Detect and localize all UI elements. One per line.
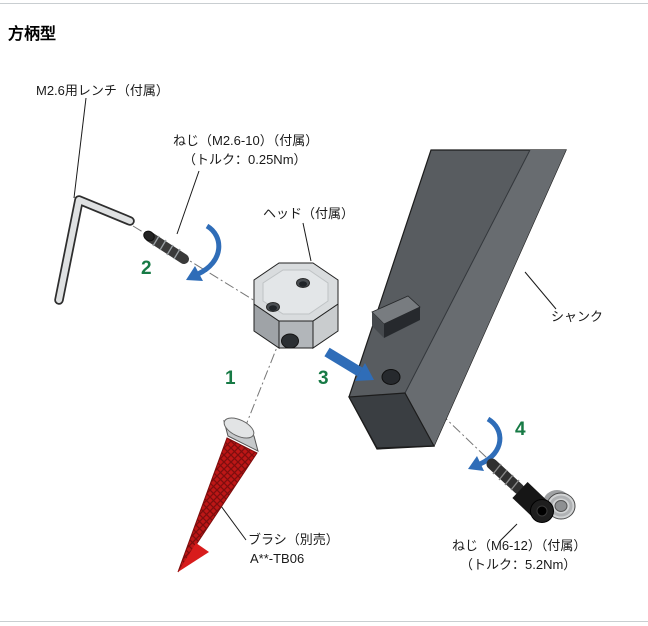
head-brush-hole bbox=[281, 333, 299, 349]
step-number-4: 4 bbox=[515, 419, 526, 440]
leader-screw-large bbox=[499, 523, 518, 542]
leader-screw-small bbox=[176, 170, 200, 235]
page-border-bottom bbox=[0, 621, 648, 622]
shank-end-face bbox=[348, 392, 435, 449]
page-title: 方柄型 bbox=[8, 26, 57, 43]
head-screw-hole-top bbox=[296, 278, 310, 288]
label-screw-small-line1: ねじ（M2.6-10）（付属） bbox=[173, 133, 319, 148]
rotate-arrow-step2 bbox=[186, 223, 222, 281]
hex-socket bbox=[536, 505, 548, 517]
rotate-arrow-step4 bbox=[468, 416, 503, 471]
label-shank: シャンク bbox=[551, 309, 604, 324]
screw-small-graphic bbox=[143, 230, 189, 264]
label-screw-small-line2: （トルク：0.25Nm） bbox=[183, 152, 307, 167]
leader-shank bbox=[524, 271, 557, 310]
leader-wrench bbox=[73, 97, 87, 199]
shank-graphic bbox=[348, 149, 567, 450]
brush-tip bbox=[178, 543, 209, 572]
step-number-3: 3 bbox=[318, 368, 329, 389]
shank-hole bbox=[381, 369, 401, 385]
label-head: ヘッド（付属） bbox=[263, 206, 355, 221]
label-brush-line2: A**-TB06 bbox=[250, 551, 305, 566]
label-brush-line1: ブラシ（別売） bbox=[248, 532, 339, 547]
label-wrench: M2.6用レンチ（付属） bbox=[36, 83, 169, 98]
leader-brush bbox=[220, 505, 247, 541]
step-number-2: 2 bbox=[141, 258, 152, 279]
step-number-1: 1 bbox=[225, 368, 236, 389]
screw-large-graphic bbox=[486, 458, 576, 523]
label-screw-large-line1: ねじ（M6-12）（付属） bbox=[452, 538, 587, 553]
label-screw-large-line2: （トルク：5.2Nm） bbox=[460, 557, 577, 572]
head-graphic bbox=[253, 262, 339, 349]
head-screw-hole-top-2 bbox=[266, 302, 280, 312]
page-border-top bbox=[0, 3, 648, 4]
insert-arrow-step3 bbox=[324, 347, 374, 381]
leader-lines bbox=[73, 97, 557, 542]
wrench-graphic bbox=[54, 195, 135, 305]
brush-graphic bbox=[177, 417, 259, 573]
leader-head bbox=[302, 222, 312, 262]
centerline-head-brush bbox=[245, 336, 282, 426]
shank-notch bbox=[371, 295, 421, 338]
